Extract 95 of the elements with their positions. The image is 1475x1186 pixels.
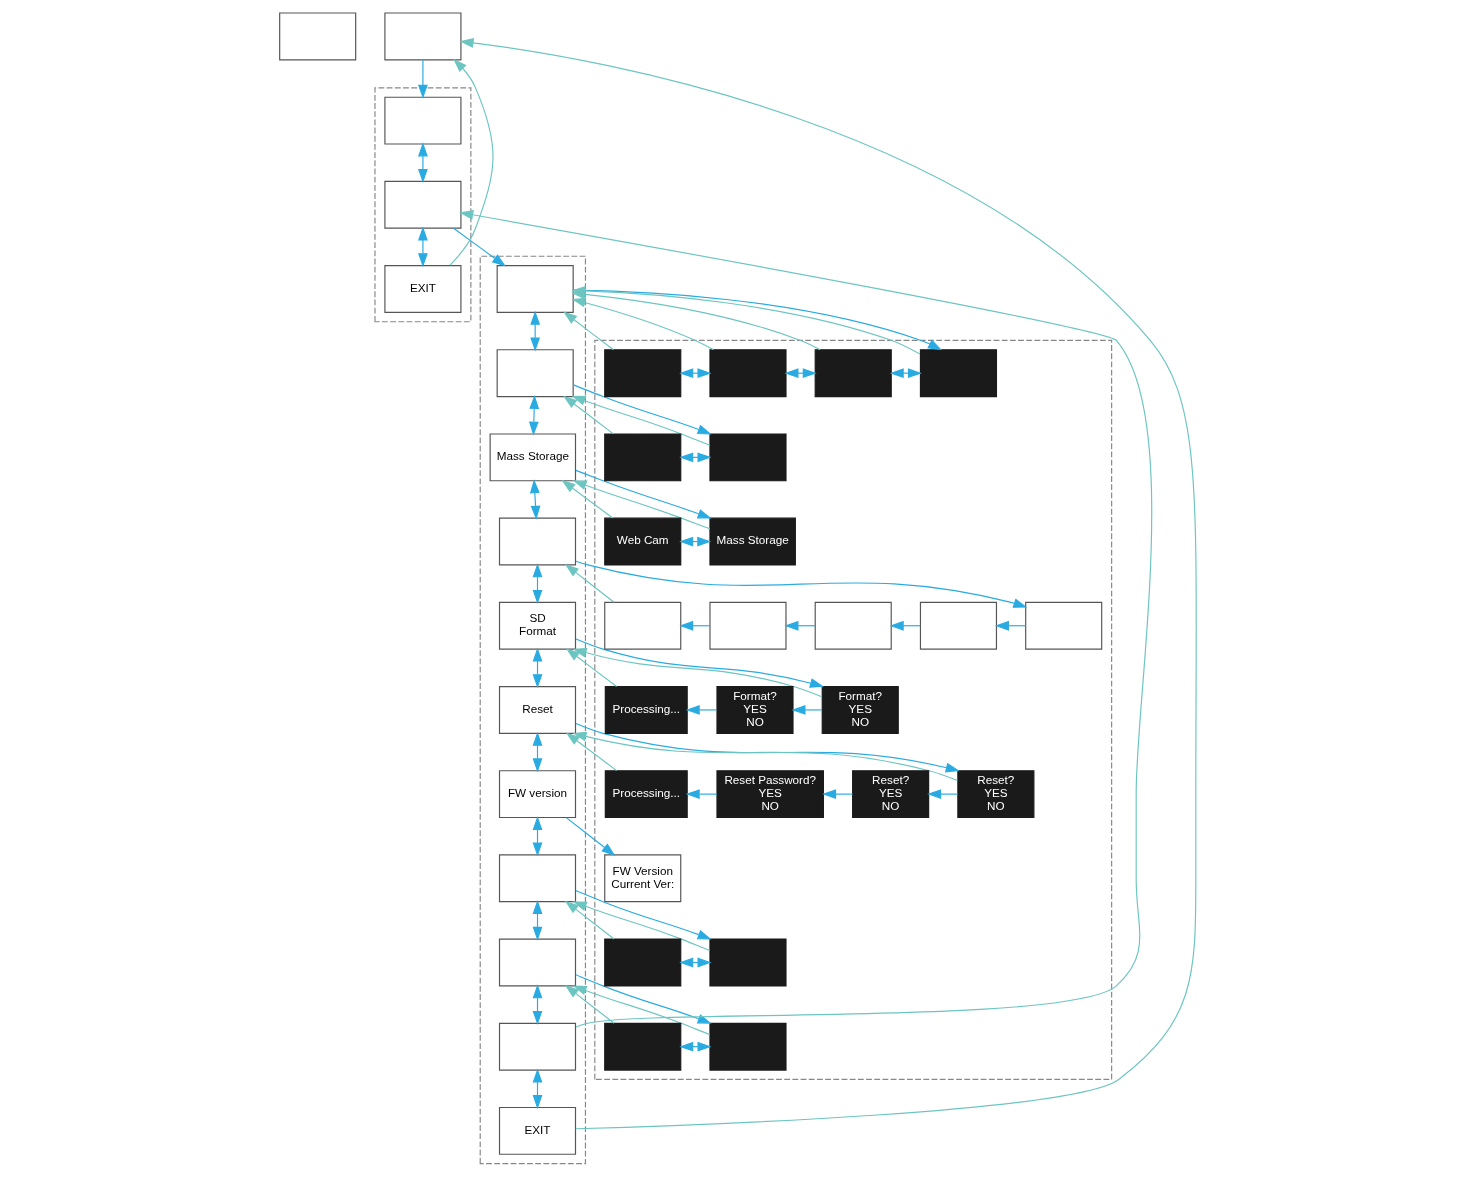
node-box: [498, 1022, 576, 1071]
arrow: [572, 480, 710, 530]
node-box: EXIT: [383, 265, 461, 313]
node-box: [603, 601, 681, 650]
arrow: [678, 1041, 712, 1052]
node-box: [1024, 601, 1102, 650]
arrow: [532, 731, 542, 773]
arrow: [678, 957, 712, 968]
arrow: [532, 815, 542, 857]
node-box: [383, 180, 461, 229]
arrow: [529, 310, 540, 352]
arrow: [565, 648, 617, 687]
node-box: [814, 601, 892, 650]
node-box: Reset? YES NO: [851, 770, 929, 819]
node-box: [498, 517, 576, 566]
node-box: [603, 1022, 681, 1071]
arrow: [565, 732, 617, 772]
node-box: [814, 349, 892, 398]
arrow: [417, 226, 428, 268]
node-box: Processing...: [604, 770, 688, 819]
arrow: [678, 368, 712, 379]
arrow: [448, 58, 494, 266]
node-box: [708, 433, 787, 482]
arrow: [572, 289, 942, 351]
node-box: EXIT: [498, 1106, 576, 1155]
arrow: [565, 817, 615, 856]
arrow: [572, 731, 958, 782]
arrow: [458, 210, 1152, 1028]
arrow: [571, 395, 710, 446]
arrow: [572, 901, 710, 951]
node-box: Mass Storage: [708, 517, 796, 566]
arrow: [529, 479, 540, 520]
node-box: FW Version Current Ver:: [603, 854, 681, 903]
arrow: [572, 985, 710, 1036]
arrow: [572, 384, 712, 435]
arrow: [417, 142, 428, 184]
arrow: [685, 705, 717, 715]
arrow: [783, 368, 817, 379]
arrow: [574, 560, 1027, 608]
arrow: [790, 705, 823, 715]
node-box: [919, 601, 997, 650]
node-box: [708, 1022, 787, 1071]
arrow: [574, 974, 712, 1024]
node-box: [498, 938, 576, 987]
node-box: [708, 349, 787, 398]
node-box: [708, 938, 787, 987]
node-box: [498, 854, 576, 903]
node-box: [278, 12, 356, 61]
arrow: [678, 452, 712, 463]
arrow: [571, 297, 714, 351]
node-box: [496, 349, 574, 398]
arrow: [562, 395, 614, 435]
arrow: [564, 900, 615, 940]
node-box: Format? YES NO: [715, 685, 794, 734]
arrow: [574, 638, 824, 688]
node-box: FW version: [498, 770, 576, 819]
arrow: [821, 789, 853, 800]
node-box: [496, 265, 574, 313]
arrow: [528, 394, 539, 436]
node-box: [383, 12, 461, 61]
node-box: Processing...: [604, 685, 688, 734]
arrow: [562, 311, 614, 351]
node-box: Reset Password? YES NO: [715, 770, 824, 819]
node-box: [919, 349, 997, 398]
arrow: [417, 59, 428, 99]
node-box: Mass Storage: [489, 433, 576, 482]
node-box: SD Format: [498, 601, 576, 650]
node-box: [603, 349, 681, 398]
arrow: [564, 984, 615, 1024]
node-box: Reset: [498, 685, 576, 734]
node-box: [603, 938, 681, 987]
arrow: [560, 479, 613, 519]
node-box: [383, 96, 461, 145]
arrow: [532, 900, 542, 941]
arrow: [574, 889, 712, 940]
node-box: Web Cam: [603, 517, 681, 566]
arrow: [570, 289, 821, 351]
arrow: [452, 227, 506, 267]
arrow: [532, 563, 542, 604]
arrow: [678, 536, 711, 547]
arrow: [572, 647, 822, 698]
arrow: [685, 789, 717, 800]
node-box: Format? YES NO: [821, 685, 899, 734]
cluster: [373, 87, 471, 323]
node-box: [603, 433, 681, 482]
arrow: [926, 789, 958, 800]
arrow: [532, 1068, 542, 1110]
node-box: Reset? YES NO: [956, 770, 1034, 819]
arrow: [459, 38, 1197, 1130]
arrow: [532, 647, 542, 689]
arrow: [889, 368, 922, 379]
arrow: [564, 564, 615, 603]
arrow: [532, 984, 542, 1025]
arrow: [574, 469, 712, 519]
node-box: [708, 601, 787, 650]
